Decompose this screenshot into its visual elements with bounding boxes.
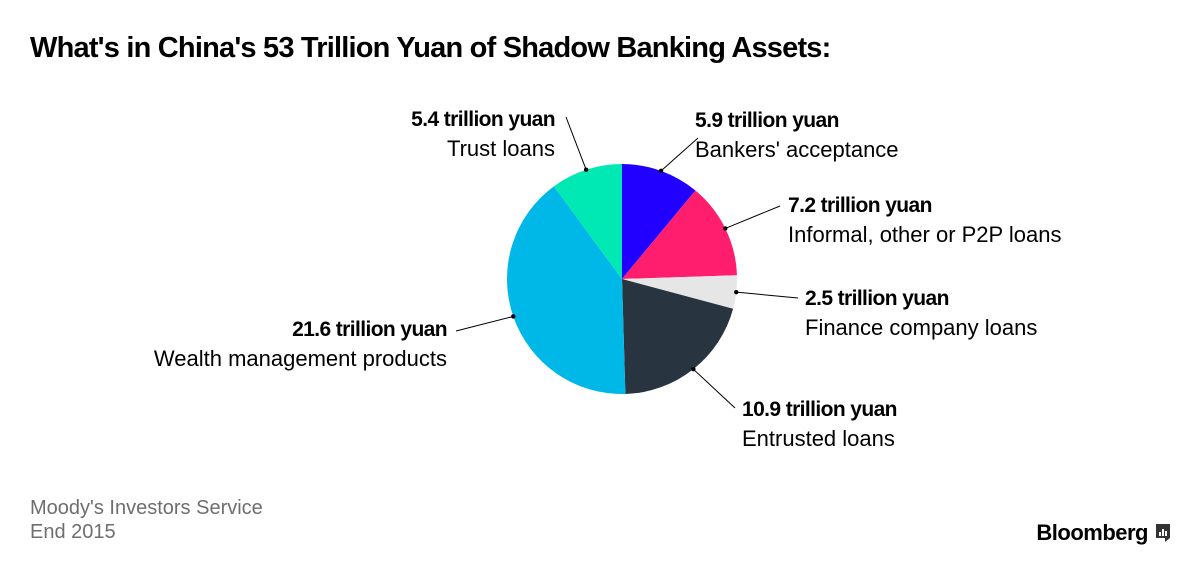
leader-dot — [658, 168, 664, 174]
slice-category-label: Trust loans — [447, 136, 555, 161]
bloomberg-chart-icon — [1156, 524, 1170, 542]
leader-line — [660, 137, 699, 172]
slice-value-label: 5.4 trillion yuan — [411, 108, 555, 131]
chart-title: What's in China's 53 Trillion Yuan of Sh… — [30, 32, 831, 64]
slice-category-label: Entrusted loans — [742, 426, 895, 451]
leader-dot — [723, 226, 728, 231]
leader-line — [693, 368, 736, 409]
slice-value-label: 2.5 trillion yuan — [805, 287, 949, 310]
slice-value-label: 5.9 trillion yuan — [695, 109, 839, 132]
leader-line — [736, 291, 799, 299]
leader-line — [725, 205, 781, 229]
slice-category-label: Informal, other or P2P loans — [788, 222, 1062, 247]
pie-slice — [622, 275, 738, 309]
slice-category-label: Wealth management products — [154, 346, 447, 371]
source-line: Moody's Investors Service — [30, 497, 263, 519]
pie-slice — [506, 186, 626, 394]
leader-dot — [734, 289, 739, 295]
pie-slice — [553, 164, 622, 279]
source-date: End 2015 — [30, 521, 116, 543]
slice-value-label: 21.6 trillion yuan — [292, 318, 447, 341]
slice-category-label: Finance company loans — [805, 315, 1037, 340]
leader-dot — [511, 314, 516, 319]
slice-category-label: Bankers' acceptance — [695, 137, 899, 162]
leader-dot — [583, 167, 589, 172]
slice-value-label: 10.9 trillion yuan — [742, 398, 897, 421]
leader-dot — [691, 366, 696, 372]
brand-logo: Bloomberg — [1036, 520, 1172, 546]
source-note: Moody's Investors Service End 2015 — [30, 496, 263, 544]
leader-line — [455, 315, 514, 332]
pie-slice — [622, 164, 696, 279]
pie-slice — [622, 279, 734, 394]
leader-line — [565, 116, 587, 170]
slice-value-label: 7.2 trillion yuan — [788, 194, 932, 217]
brand-name: Bloomberg — [1036, 520, 1148, 545]
pie-slice — [622, 190, 737, 279]
